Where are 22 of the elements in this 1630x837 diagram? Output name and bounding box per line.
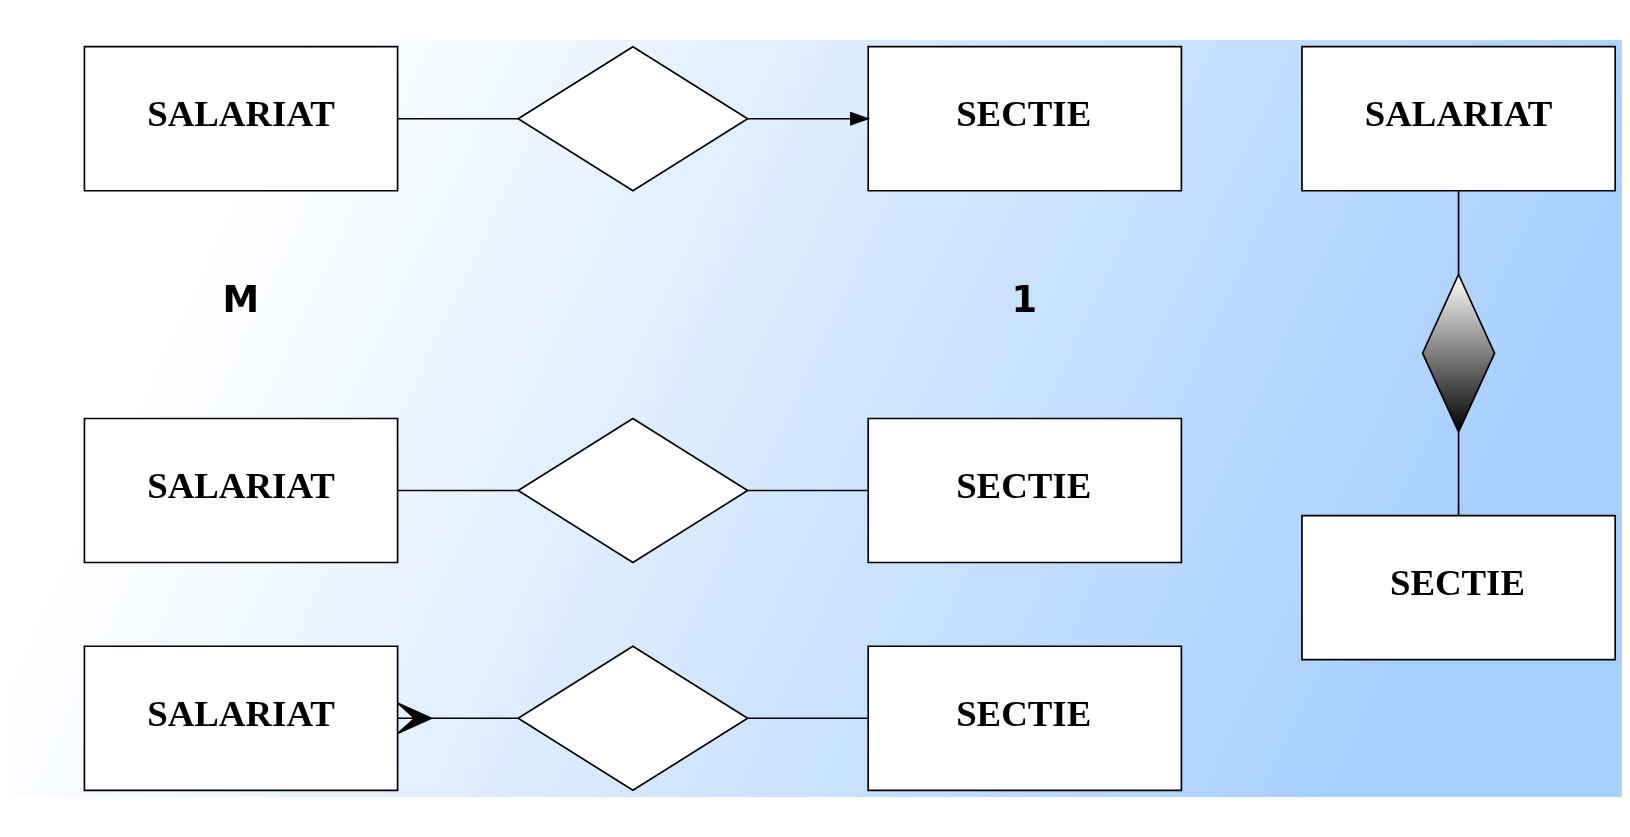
node-diamond	[516, 645, 750, 792]
node-diamond	[516, 417, 750, 564]
node-box: SECTIE	[867, 417, 1183, 564]
node-box: SALARIAT	[83, 417, 399, 564]
connector	[747, 717, 869, 720]
node-box: SECTIE	[1301, 514, 1616, 661]
connector	[747, 489, 869, 492]
label: 1	[1011, 278, 1038, 322]
connector	[1457, 190, 1460, 276]
node-box: SALARIAT	[1301, 45, 1616, 192]
connector	[1457, 431, 1460, 517]
connector	[397, 117, 519, 120]
node-box: SECTIE	[867, 45, 1183, 192]
label: M	[222, 278, 260, 322]
node-box: SALARIAT	[83, 645, 399, 792]
node-diamond	[1421, 272, 1496, 434]
node-box: SECTIE	[867, 645, 1183, 792]
connector	[397, 702, 519, 735]
arrow	[747, 111, 871, 126]
connector	[397, 489, 519, 492]
node-diamond	[516, 45, 750, 192]
node-box: SALARIAT	[83, 45, 399, 192]
